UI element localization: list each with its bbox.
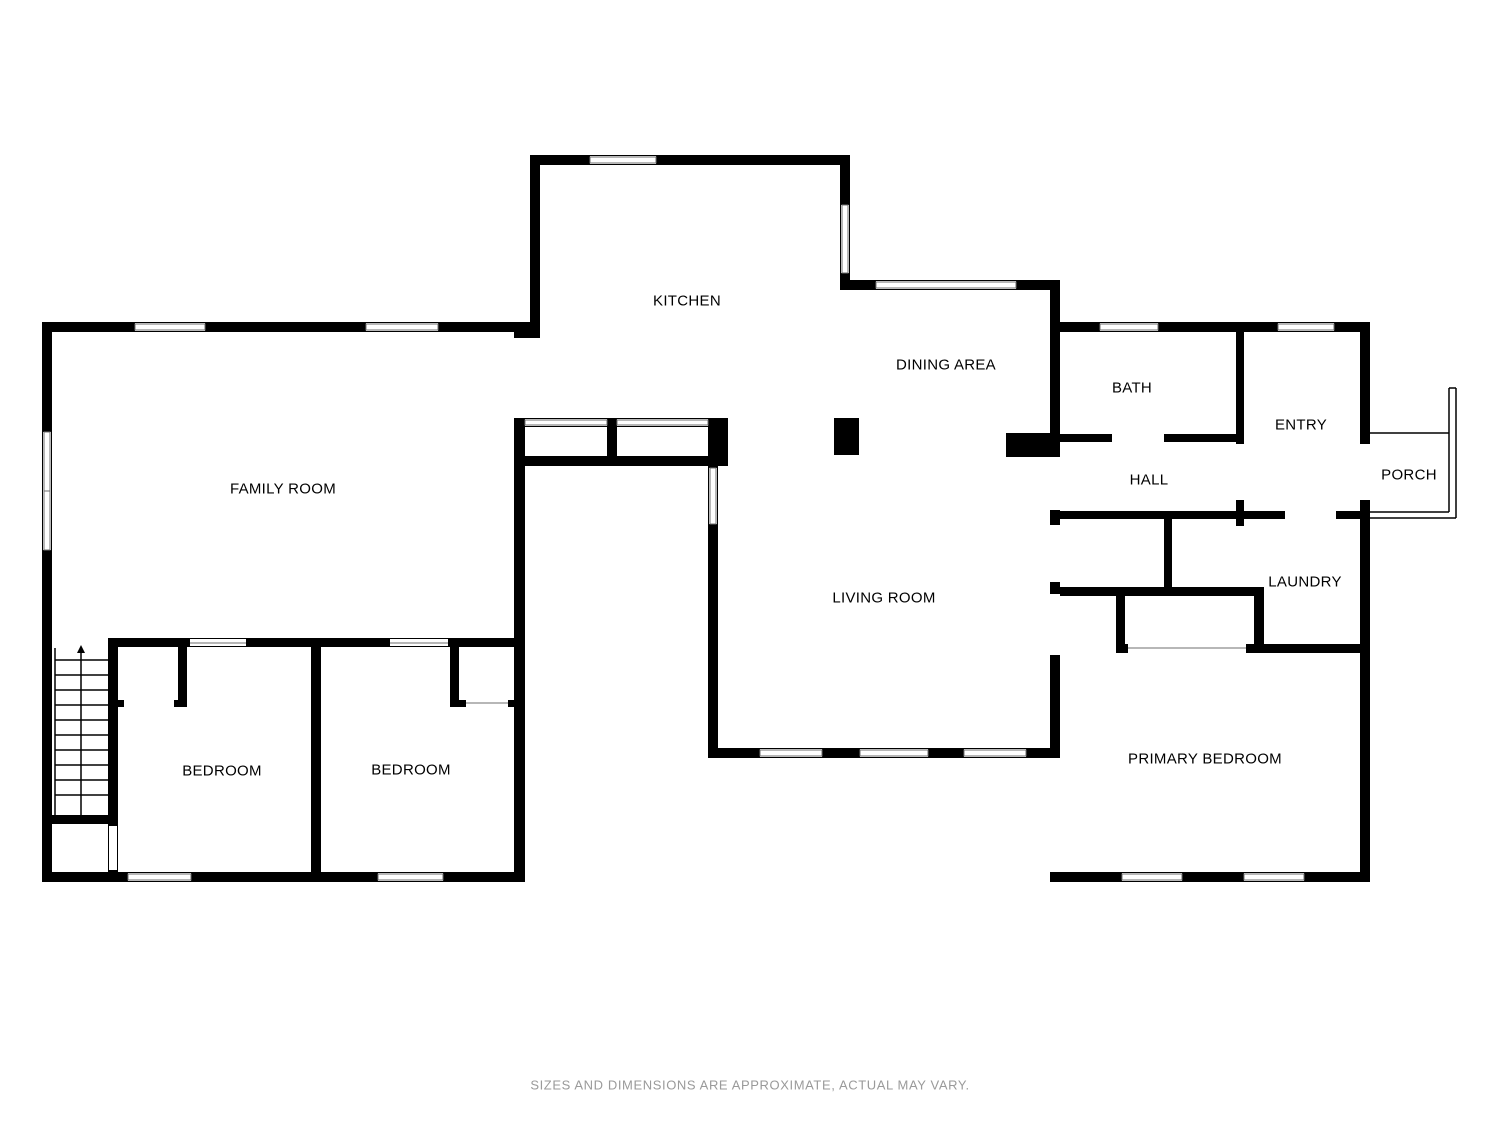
kitchen-walls (514, 155, 1060, 457)
room-label-family-room: FAMILY ROOM (229, 480, 337, 498)
stairs-arrow-icon (77, 645, 85, 653)
room-label-porch: PORCH (1381, 466, 1437, 484)
east-wing-walls (1050, 322, 1370, 882)
room-label-kitchen: KITCHEN (653, 292, 721, 310)
living-room-walls (708, 418, 1060, 758)
east-wing-windows (1099, 323, 1369, 881)
disclaimer-text: SIZES AND DIMENSIONS ARE APPROXIMATE, AC… (530, 1077, 970, 1093)
bedroom-windows (127, 873, 444, 881)
porch-outline (1370, 387, 1457, 519)
room-label-bedroom-1: BEDROOM (182, 762, 262, 780)
room-label-primary-bedroom: PRIMARY BEDROOM (1128, 750, 1282, 768)
kitchen-windows (589, 156, 1017, 289)
room-label-entry: ENTRY (1274, 416, 1328, 434)
family-room-walls (42, 322, 728, 882)
living-room-windows (759, 749, 1027, 757)
room-label-living-room: LIVING ROOM (832, 589, 936, 607)
bedroom-closets (118, 639, 516, 707)
family-room-windows (43, 323, 709, 551)
room-label-laundry: LAUNDRY (1268, 573, 1342, 591)
room-label-bath: BATH (1111, 379, 1153, 397)
room-label-dining-area: DINING AREA (896, 356, 996, 374)
room-label-bedroom-2: BEDROOM (371, 761, 451, 779)
stairs (52, 639, 117, 870)
room-label-hall: HALL (1129, 471, 1169, 489)
